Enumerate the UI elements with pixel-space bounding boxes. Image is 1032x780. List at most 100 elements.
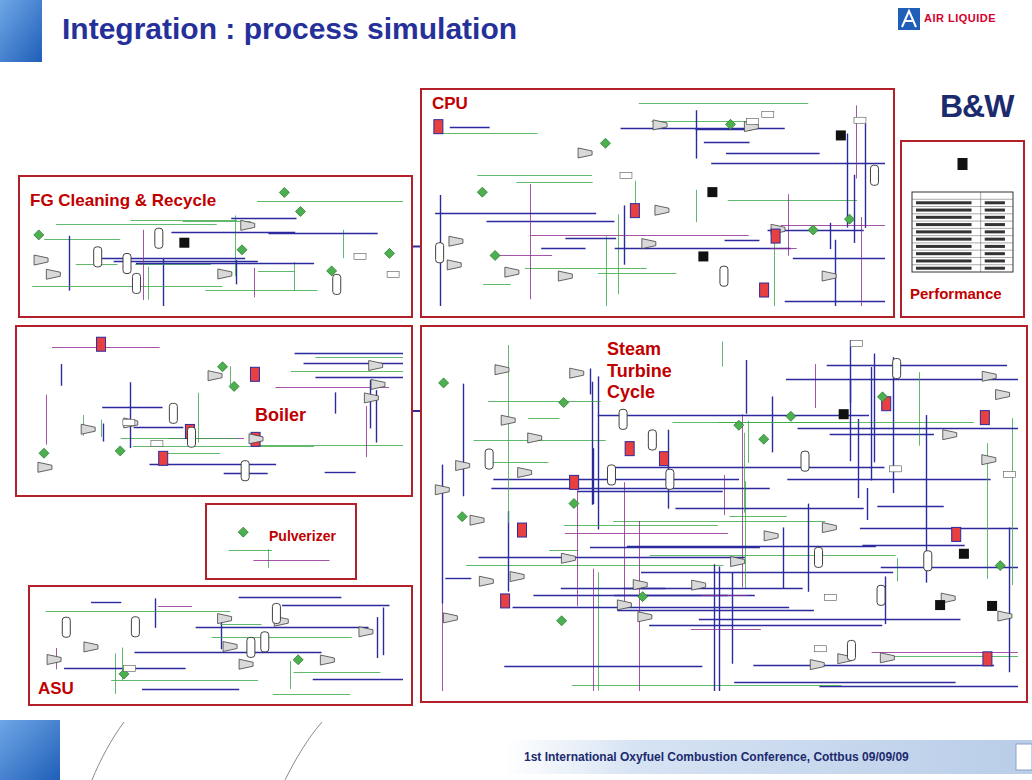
- stream-line: [442, 465, 443, 604]
- stream-line: [273, 694, 350, 695]
- compressor-symbol: [655, 205, 669, 215]
- table-rule: [912, 228, 1013, 229]
- stream-line: [624, 205, 625, 264]
- table-cell-mark: [985, 201, 1005, 204]
- stream-line: [793, 258, 885, 259]
- logo-mark: [902, 11, 916, 27]
- stream-line: [729, 516, 786, 517]
- stream-tag: [123, 419, 135, 425]
- vessel-symbol: [893, 359, 901, 379]
- stream-line: [56, 224, 217, 225]
- compressor-symbol: [495, 365, 509, 375]
- calculator-diamond: [726, 119, 736, 129]
- stream-tag: [387, 271, 399, 277]
- stream-line: [325, 472, 356, 473]
- compressor-symbol: [47, 655, 61, 665]
- stream-line: [158, 606, 192, 607]
- vessel-symbol: [272, 603, 280, 623]
- table-rule: [980, 192, 981, 272]
- header-accent: [0, 0, 42, 62]
- compressor-symbol: [359, 627, 373, 637]
- stream-tag: [620, 173, 632, 179]
- compressor-symbol: [692, 580, 706, 590]
- region-box: CPU: [420, 88, 895, 318]
- stream-line: [618, 214, 619, 294]
- exchanger-symbol: [250, 367, 259, 381]
- stream-line: [847, 134, 848, 228]
- stream-line: [702, 595, 748, 596]
- calculator-diamond: [569, 499, 579, 509]
- stream-line: [830, 434, 934, 435]
- compressor-symbol: [456, 461, 470, 471]
- table-cell-mark: [916, 216, 972, 219]
- stream-line: [650, 555, 896, 556]
- stream-line: [530, 184, 531, 299]
- stream-line: [315, 357, 403, 358]
- stream-line: [488, 401, 601, 402]
- stream-line: [746, 360, 747, 414]
- vessel-symbol: [877, 585, 885, 605]
- stream-line: [696, 190, 697, 222]
- stream-line: [861, 217, 862, 306]
- stream-line: [493, 255, 552, 256]
- compressor-symbol: [443, 613, 457, 623]
- compressor-symbol: [449, 236, 463, 246]
- stream-line: [699, 619, 961, 620]
- stream-line: [69, 236, 70, 291]
- stream-line: [142, 689, 239, 690]
- stream-tag: [824, 595, 836, 601]
- stream-line: [111, 680, 258, 681]
- compressor-symbol: [369, 360, 383, 370]
- footer-swoosh: [285, 722, 322, 780]
- stream-line: [621, 128, 785, 129]
- stream-line: [592, 382, 593, 505]
- vessel-symbol: [870, 165, 878, 185]
- compressor-symbol: [34, 255, 48, 265]
- stream-line: [257, 201, 403, 202]
- calculator-diamond: [384, 248, 394, 258]
- stream-line: [672, 422, 849, 423]
- stream-line: [613, 521, 825, 522]
- stream-line: [230, 366, 231, 385]
- region-heading: Performance: [908, 285, 1004, 303]
- table-cell-mark: [985, 245, 1005, 248]
- stream-line: [479, 557, 745, 558]
- compressor-symbol: [81, 424, 95, 434]
- stream-line: [719, 566, 720, 691]
- stream-line: [294, 672, 381, 673]
- stream-line: [45, 611, 230, 612]
- table-rule: [912, 250, 1013, 251]
- stream-line: [377, 617, 378, 658]
- compressor-symbol: [528, 433, 542, 443]
- stream-tag: [123, 665, 135, 671]
- compressor-symbol: [653, 120, 667, 130]
- stream-line: [130, 382, 131, 448]
- stream-line: [231, 218, 296, 219]
- vessel-symbol: [241, 461, 249, 481]
- block-icon: [707, 187, 717, 197]
- compressor-symbol: [633, 580, 647, 590]
- region-heading: Boiler: [253, 405, 308, 427]
- compressor-symbol: [998, 611, 1012, 621]
- stream-line: [874, 354, 875, 463]
- stream-line: [198, 393, 199, 443]
- calculator-diamond: [490, 250, 500, 260]
- calculator-diamond: [559, 398, 569, 408]
- stream-line: [268, 233, 377, 234]
- block-icon: [698, 251, 708, 261]
- stream-tag: [762, 112, 774, 118]
- table-rule: [912, 221, 1013, 222]
- stream-line: [748, 421, 749, 463]
- calculator-diamond: [844, 214, 854, 224]
- calculator-diamond: [229, 381, 239, 391]
- vessel-symbol: [247, 637, 255, 657]
- stream-line: [483, 284, 511, 285]
- region-box: Pulverizer: [205, 503, 357, 580]
- exchanger-symbol: [771, 229, 780, 243]
- stream-line: [196, 627, 369, 628]
- calculator-diamond: [457, 512, 467, 522]
- calculator-diamond: [238, 527, 248, 537]
- stream-line: [783, 527, 784, 588]
- stream-line: [541, 248, 585, 249]
